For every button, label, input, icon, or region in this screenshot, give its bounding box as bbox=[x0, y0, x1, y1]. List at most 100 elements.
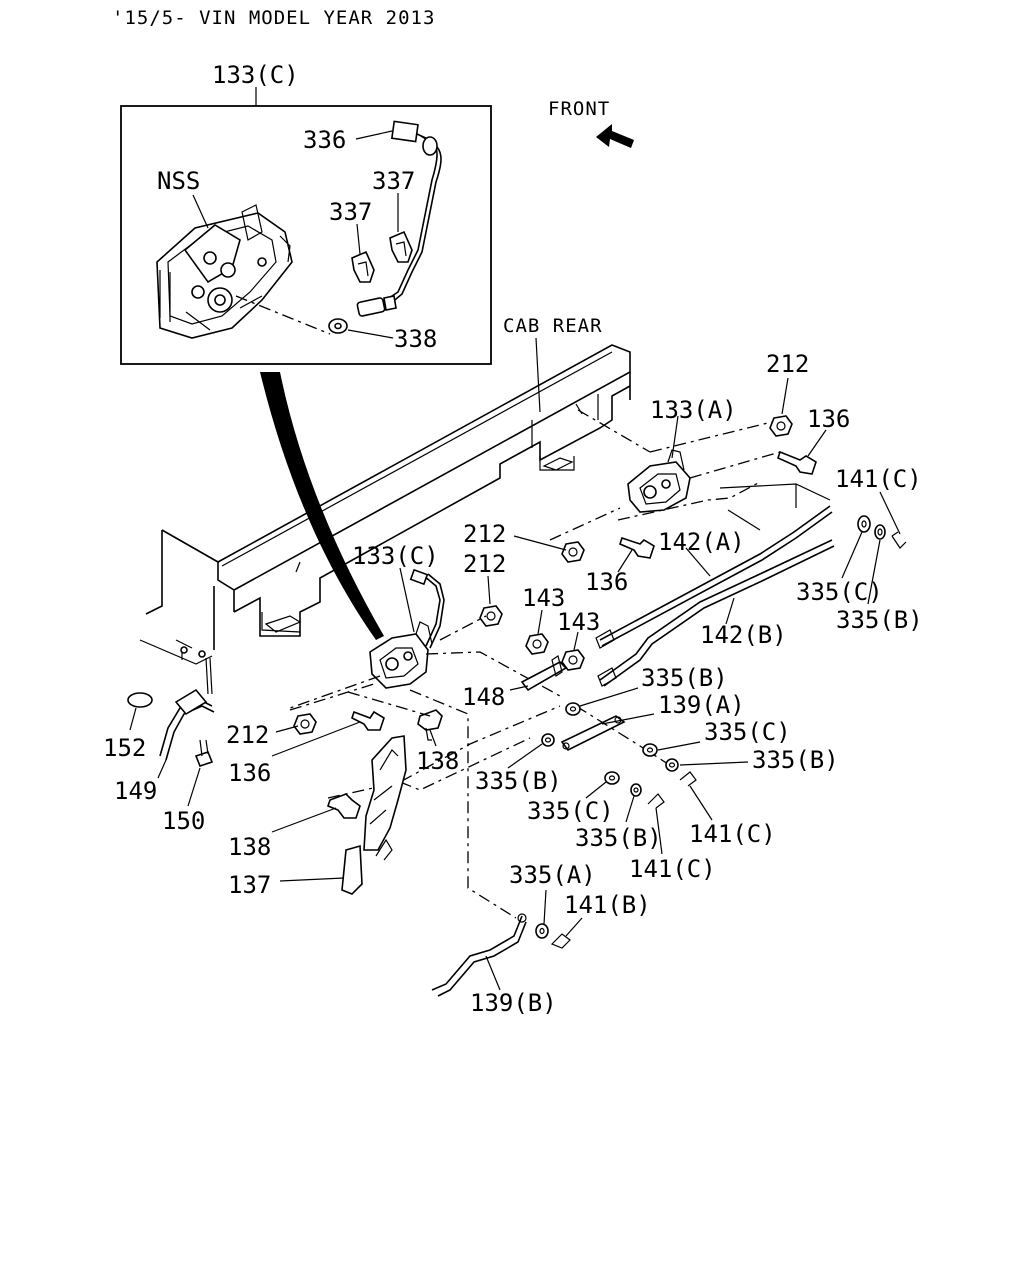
cab-rear-leader bbox=[535, 337, 541, 413]
inset-detail: 133(C) NSS 336 bbox=[120, 61, 492, 365]
callout-335c-b: 335(C) bbox=[704, 718, 791, 746]
nut-212-left bbox=[293, 713, 317, 735]
callout-133c-main: 133(C) bbox=[352, 542, 439, 570]
callout-138-b: 138 bbox=[228, 833, 271, 861]
callout-212-a: 212 bbox=[766, 350, 809, 378]
callout-335b-a: 335(B) bbox=[836, 606, 923, 634]
callout-labels: 212 133(A) 136 141(C) 212 142(A) 136 335… bbox=[103, 350, 923, 1017]
washer-335a bbox=[535, 923, 549, 939]
nss-label: NSS bbox=[157, 167, 200, 195]
p337b-leader bbox=[356, 223, 361, 255]
callout-141c-b-leader bbox=[689, 785, 713, 821]
callout-335b-b: 335(B) bbox=[641, 664, 728, 692]
bolt-136-mid bbox=[619, 536, 655, 559]
inset-frame bbox=[120, 105, 492, 365]
callout-335c-a: 335(C) bbox=[796, 578, 883, 606]
callout-139b-leader bbox=[485, 955, 501, 991]
callout-139a-leader bbox=[601, 713, 655, 725]
callout-335b-c-leader bbox=[679, 761, 749, 766]
callout-142b-leader bbox=[725, 597, 735, 625]
callout-136-c-leader bbox=[271, 721, 361, 757]
clip-337-lower bbox=[351, 250, 375, 283]
callout-335c-b-leader bbox=[657, 741, 701, 751]
washer-338 bbox=[328, 318, 348, 334]
callout-139b: 139(B) bbox=[470, 989, 557, 1017]
nut-143-left bbox=[525, 633, 549, 655]
callout-137: 137 bbox=[228, 871, 271, 899]
callout-133c-main-leader bbox=[399, 567, 415, 633]
right-hood-latch bbox=[627, 449, 691, 513]
front-label: FRONT bbox=[548, 98, 610, 120]
callout-136-a: 136 bbox=[807, 405, 850, 433]
callout-212-c: 212 bbox=[463, 550, 506, 578]
callout-335b-e: 335(B) bbox=[575, 824, 662, 852]
nut-212-top-right bbox=[769, 415, 793, 437]
bolt-136-right bbox=[777, 450, 817, 475]
p337a-label: 337 bbox=[372, 167, 415, 195]
callout-133a: 133(A) bbox=[650, 396, 737, 424]
callout-133a-leader bbox=[671, 415, 679, 459]
callout-335c-c: 335(C) bbox=[527, 797, 614, 825]
callout-141c-c-leader bbox=[655, 807, 663, 855]
callout-335b-b-leader bbox=[579, 687, 639, 707]
rod-142a bbox=[595, 505, 833, 649]
washer-335b-lower-2 bbox=[630, 783, 642, 797]
callout-138-a: 138 bbox=[416, 747, 459, 775]
callout-141b: 141(B) bbox=[564, 891, 651, 919]
callout-150: 150 bbox=[162, 807, 205, 835]
grommet-152 bbox=[127, 692, 153, 708]
callout-212-b-leader bbox=[513, 535, 567, 551]
callout-141c-a-leader bbox=[879, 491, 901, 535]
cab-rear-label: CAB REAR bbox=[503, 315, 603, 337]
nut-143-right bbox=[561, 649, 585, 671]
bolt-138-lower bbox=[327, 793, 361, 819]
inset-centerline bbox=[235, 295, 331, 335]
callout-136-c: 136 bbox=[228, 759, 271, 787]
hinge-bracket-137 bbox=[341, 735, 407, 895]
left-hood-latch bbox=[369, 568, 445, 689]
callout-142a-leader bbox=[685, 547, 711, 577]
front-arrow-icon bbox=[596, 124, 634, 148]
model-year-note: '15/5- VIN MODEL YEAR 2013 bbox=[112, 7, 435, 29]
callout-143-a: 143 bbox=[522, 584, 565, 612]
callout-212-b: 212 bbox=[463, 520, 506, 548]
callout-136-b-leader bbox=[617, 549, 633, 573]
callout-335b-e-leader bbox=[625, 795, 635, 823]
switch-harness bbox=[356, 120, 442, 317]
callout-152: 152 bbox=[103, 734, 146, 762]
cab-rear-frame bbox=[139, 344, 631, 665]
clip-141c-center bbox=[679, 771, 697, 787]
washer-335b-lower bbox=[541, 733, 555, 747]
callout-138-b-leader bbox=[271, 807, 337, 833]
callout-335c-c-leader bbox=[585, 781, 607, 799]
clip-141c-lower bbox=[647, 793, 665, 809]
callout-335c-a-leader bbox=[841, 531, 863, 579]
callout-212-a-leader bbox=[781, 377, 789, 415]
callout-335a: 335(A) bbox=[509, 861, 596, 889]
p336-label: 336 bbox=[303, 126, 346, 154]
callout-136-a-leader bbox=[807, 429, 827, 457]
callout-141c-b: 141(C) bbox=[689, 820, 776, 848]
p336-leader bbox=[355, 130, 393, 140]
callout-141b-leader bbox=[565, 917, 583, 937]
bolt-150 bbox=[194, 739, 214, 767]
front-direction-indicator: FRONT bbox=[548, 98, 634, 148]
hood-hook-149 bbox=[159, 657, 215, 761]
callout-148: 148 bbox=[462, 683, 505, 711]
callout-149-leader bbox=[157, 759, 167, 779]
washer-335b-center-right bbox=[665, 758, 679, 772]
lever-139a-centerline bbox=[575, 705, 669, 765]
callout-335a-leader bbox=[543, 889, 547, 925]
callout-335b-d: 335(B) bbox=[475, 767, 562, 795]
callout-139a: 139(A) bbox=[658, 691, 745, 719]
clip-337-upper bbox=[389, 230, 413, 263]
rod-139b bbox=[431, 913, 527, 997]
p338-label: 338 bbox=[394, 325, 437, 353]
callout-152-leader bbox=[129, 707, 137, 731]
left-latch-centerlines bbox=[289, 615, 561, 919]
inset-pointer-arrow bbox=[260, 372, 384, 640]
callout-335b-d-leader bbox=[507, 743, 543, 769]
p338-leader bbox=[347, 329, 394, 339]
callout-149: 149 bbox=[114, 777, 157, 805]
